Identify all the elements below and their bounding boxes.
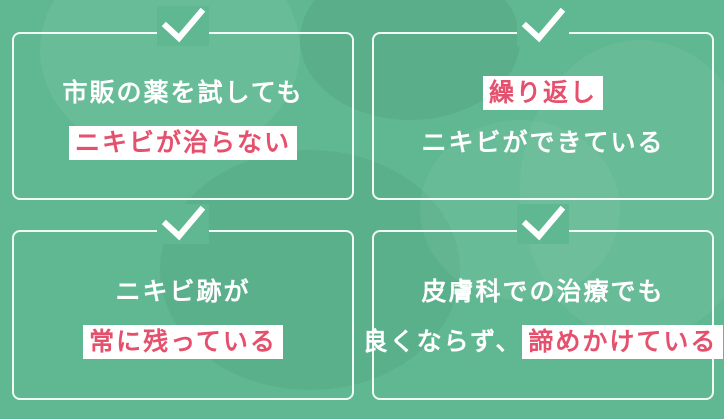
card-2-line-2: ニキビができている: [421, 128, 665, 157]
check-icon: [157, 6, 209, 46]
concern-card-1: 市販の薬を試しても ニキビが治らない: [12, 6, 354, 200]
card-3-highlight: 常に残っている: [83, 325, 283, 359]
card-2-highlight: 繰り返し: [482, 76, 603, 110]
concern-card-3: ニキビ跡が 常に残っている: [12, 204, 354, 400]
card-4-line-1: 皮膚科での治療でも: [421, 277, 665, 306]
card-4-highlight: 諦めかけている: [522, 325, 724, 359]
card-3-line-1: ニキビ跡が: [115, 277, 251, 306]
check-icon: [157, 204, 209, 244]
card-1-line-1: 市販の薬を試しても: [62, 78, 304, 107]
concern-card-4: 皮膚科での治療でも 良くならず、諦めかけている: [363, 204, 724, 400]
concern-card-2: 繰り返し ニキビができている: [372, 6, 714, 200]
check-icon: [517, 6, 569, 46]
card-4-line-2-plain: 良くならず、: [362, 327, 523, 356]
card-1-highlight: ニキビが治らない: [68, 126, 297, 160]
check-icon: [517, 204, 569, 244]
